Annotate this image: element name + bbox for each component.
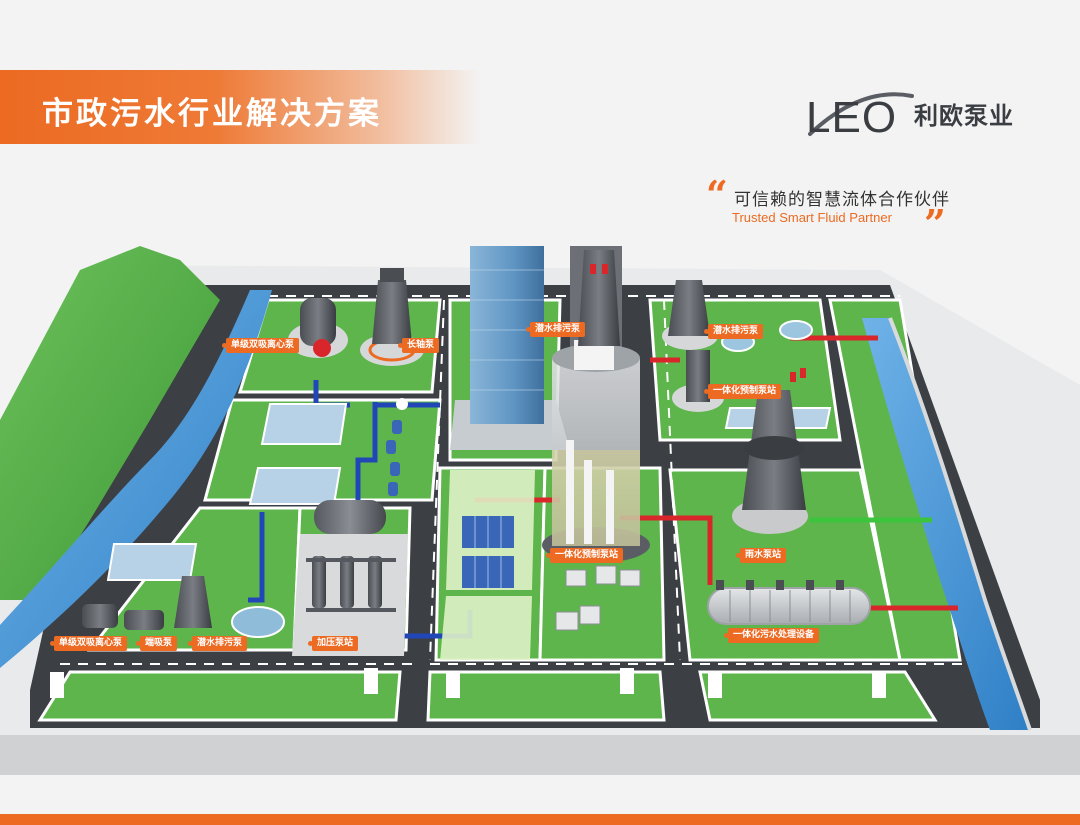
- label-prefab-center: 一体化预制泵站: [545, 548, 624, 563]
- booster-station: [292, 500, 408, 656]
- river-embankment: [888, 317, 1032, 731]
- slogan-cn: 可信赖的智慧流体合作伙伴: [734, 190, 950, 210]
- label-submersible-bottom: 潜水排污泵: [187, 636, 248, 651]
- quote-open-icon: “: [706, 172, 728, 217]
- title-band: [0, 70, 480, 144]
- label-double-suction-top: 单级双吸离心泵: [221, 338, 300, 353]
- pump-area-bottom-left: [82, 576, 212, 630]
- label-end-suction: 端吸泵: [135, 636, 178, 651]
- logo-text: 利欧泵业: [914, 102, 1014, 130]
- crosswalks: [50, 668, 886, 698]
- river-left: [0, 290, 272, 668]
- label-double-suction-bottom: 单级双吸离心泵: [49, 636, 128, 651]
- brand-logo: LEO 利欧泵业: [806, 84, 1046, 144]
- page-title: 市政污水行业解决方案: [42, 96, 382, 132]
- bottom-accent-bar: [0, 814, 1080, 825]
- label-sewage-equipment: 一体化污水处理设备: [723, 628, 820, 643]
- label-booster-station: 加压泵站: [307, 636, 359, 651]
- river-right: [862, 318, 1030, 730]
- logo-mark: LEO: [806, 93, 898, 142]
- pump-area-top-left: [288, 268, 424, 366]
- rain-pump-station: [732, 368, 808, 534]
- platform-side: [0, 735, 1080, 775]
- label-submersible-right: 潜水排污泵: [703, 324, 764, 339]
- hill: [0, 246, 220, 600]
- label-submersible-center: 潜水排污泵: [525, 322, 586, 337]
- houses: [555, 565, 641, 631]
- slogan-en: Trusted Smart Fluid Partner: [732, 210, 892, 225]
- sewage-treatment-tank: [707, 580, 871, 625]
- quote-close-icon: ”: [924, 201, 946, 246]
- pump-area-top-right: [662, 280, 832, 429]
- solar-panels: [440, 470, 535, 660]
- leo-swoosh-icon: [808, 92, 914, 136]
- label-rain-station: 雨水泵站: [735, 548, 787, 563]
- prefab-station-center: [542, 250, 650, 563]
- label-long-shaft: 长轴泵: [397, 338, 440, 353]
- label-prefab-right: 一体化预制泵站: [703, 384, 782, 399]
- basins-left: [106, 398, 408, 638]
